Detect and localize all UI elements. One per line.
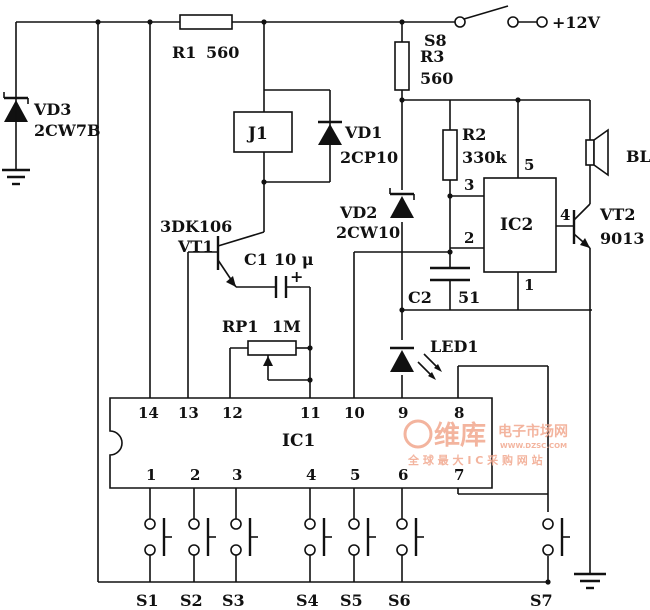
supply-label: +12V [552,13,601,32]
ic2-pin-2: 2 [464,229,474,247]
r3-value: 560 [420,69,453,88]
ic2-pin-3: 3 [464,176,474,194]
rp1-value: 1M [272,317,301,336]
r1-value: 560 [206,43,239,62]
ic2-pin-1: 1 [524,276,534,294]
ic1-pin-13: 13 [178,404,199,422]
vt1-name: VT1 [177,237,213,256]
ic1-pin-10: 10 [344,404,365,422]
capacitor-c1: C1 10 μ + [244,250,314,298]
ic1: IC1 14 13 12 11 10 9 8 1 2 3 4 5 6 7 [109,397,493,489]
bl-label: BL [626,147,650,166]
zener-vd2: VD2 2CW10 [336,188,415,242]
s4-label: S4 [296,591,319,610]
s7-label: S7 [530,591,553,610]
watermark-logo-icon [403,419,433,449]
ic1-pin-11: 11 [300,404,321,422]
switch-s7 [542,518,570,556]
watermark-brand: 维库 [434,420,486,451]
ic1-pin-4: 4 [306,466,316,484]
resistor-r1: R1 560 [172,14,239,62]
vd2-part: 2CW10 [336,223,400,242]
speaker-icon: BL [585,128,650,177]
c2-value: 51 [458,288,480,307]
s8-label: S8 [424,31,447,50]
ic2-label: IC2 [500,215,533,235]
switch-s8: S8 +12V [424,5,601,50]
ic1-pin-6: 6 [398,466,408,484]
resistor-r3: R3 560 [394,41,453,91]
switch-s4 [304,518,332,556]
watermark-slogan: 全 球 最 大 I C 采 购 网 站 [407,453,543,467]
r2-name: R2 [462,125,486,144]
vt2-name: VT2 [599,205,635,224]
relay-j1: J1 [233,111,293,153]
c1-name: C1 [244,250,268,269]
c1-polarity: + [290,267,303,286]
r3-name: R3 [420,47,444,66]
r2-value: 330k [462,148,507,167]
s5-label: S5 [340,591,363,610]
ic1-pin-5: 5 [350,466,360,484]
transistor-vt1: 3DK106 VT1 [160,217,265,288]
c2-name: C2 [408,288,432,307]
led-led1: LED1 [390,337,478,380]
resistor-r2: R2 330k [442,125,507,181]
ic1-pin-7: 7 [454,466,464,484]
watermark-url: WWW.DZSC.COM [500,442,567,450]
j1-label: J1 [246,124,268,144]
rp1-name: RP1 [222,317,258,336]
vd2-name: VD2 [339,203,377,222]
ic1-label: IC1 [282,431,315,451]
s6-label: S6 [388,591,411,610]
ic2-pin-4: 4 [560,206,570,224]
led1-label: LED1 [430,337,478,356]
vd1-name: VD1 [344,123,382,142]
c1-value: 10 μ [274,250,314,269]
r1-name: R1 [172,43,196,62]
ic1-pin-3: 3 [232,466,242,484]
watermark-title: 电子市场网 [498,423,568,440]
ic1-pin-1: 1 [146,466,156,484]
ic2: IC2 5 3 2 4 1 [464,156,570,294]
ic2-pin-5: 5 [524,156,534,174]
junction-dots [95,19,551,585]
wires [15,21,592,583]
diode-vd1: VD1 2CP10 [318,118,398,167]
switch-s5 [348,518,376,556]
switch-s3 [230,518,258,556]
watermark: 维库 电子市场网 WWW.DZSC.COM 全 球 最 大 I C 采 购 网 … [403,419,568,467]
ic1-pin-8: 8 [454,404,464,422]
ic1-pin-9: 9 [398,404,408,422]
ground-icon [574,572,606,590]
ground-icon [2,168,30,186]
switch-s6 [396,518,424,556]
transistor-vt2: VT2 9013 [572,203,645,249]
vd3-part: 2CW7B [34,121,101,140]
s3-label: S3 [222,591,245,610]
vd3-name: VD3 [33,100,71,119]
vt1-part: 3DK106 [160,217,232,236]
ic1-pin-2: 2 [190,466,200,484]
s2-label: S2 [180,591,203,610]
s1-label: S1 [136,591,159,610]
capacitor-c2: C2 51 [408,266,480,307]
switch-s1 [144,518,172,556]
vd1-part: 2CP10 [340,148,398,167]
ic1-pin-12: 12 [222,404,243,422]
pushbutton-switches: S1 S2 S3 S4 S5 S6 S7 [136,518,570,610]
zener-vd3: VD3 2CW7B [3,90,101,140]
potentiometer-rp1: RP1 1M [222,317,301,366]
vt2-part: 9013 [600,229,645,248]
switch-s2 [188,518,216,556]
ic1-pin-14: 14 [138,404,159,422]
